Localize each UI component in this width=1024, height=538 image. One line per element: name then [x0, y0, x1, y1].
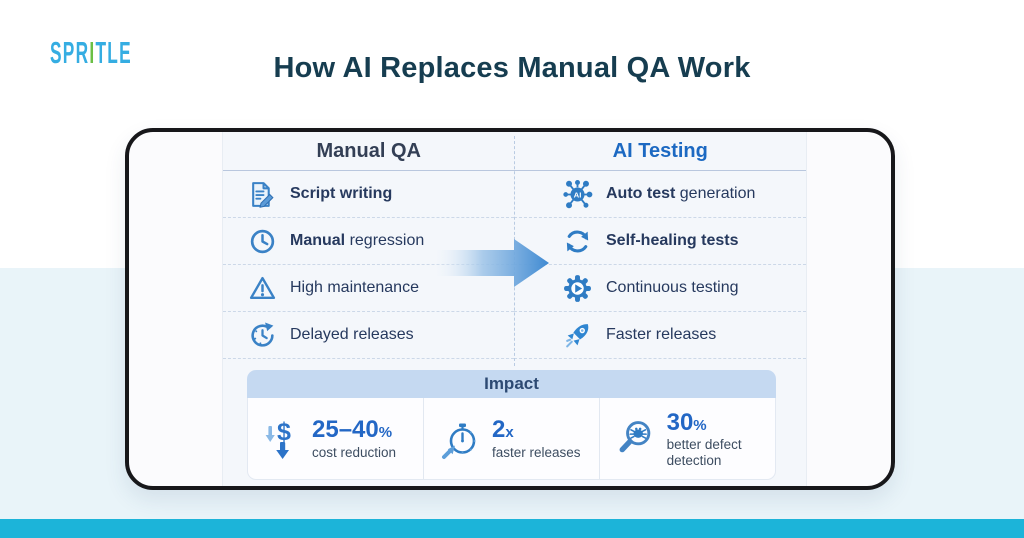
manual-qa-header: Manual QA — [316, 139, 421, 162]
impact-header: Impact — [247, 370, 776, 398]
row-label: Auto test generation — [606, 185, 756, 202]
impact-section: Impact $ — [247, 370, 776, 480]
transition-arrow-icon — [428, 239, 549, 287]
comparison-table: Manual QA AI Testing Script writing — [222, 132, 807, 486]
table-row-self-healing-tests: Self-healing tests — [514, 218, 806, 265]
row-label: Faster releases — [606, 326, 717, 343]
stat-value: 30% — [666, 408, 707, 436]
clock-arrow-icon — [251, 322, 274, 347]
row-label: Self-healing tests — [606, 232, 739, 249]
stat-cost-reduction: $ 25–40% cost redu — [248, 398, 423, 479]
clock-icon — [250, 229, 275, 253]
refresh-arrows-icon — [566, 230, 589, 252]
table-row-faster-releases: Faster releases — [514, 312, 806, 359]
stat-faster-releases: 2x faster releases — [423, 398, 599, 479]
dollar-down-arrows-icon: $ — [265, 418, 291, 459]
stopwatch-arrow-icon — [442, 423, 476, 459]
row-label: Manual regression — [290, 232, 425, 249]
row-label: Continuous testing — [606, 279, 739, 296]
svg-text:$: $ — [277, 418, 291, 446]
spritle-logo: SPRITLE — [50, 36, 132, 71]
warning-triangle-icon — [249, 276, 276, 299]
rocket-icon — [566, 323, 589, 347]
ai-chip-icon: AI — [563, 179, 593, 208]
logo-text-part3: TLE — [95, 36, 132, 70]
ai-testing-header: AI Testing — [612, 139, 708, 162]
table-row-continuous-testing: Continuous testing — [514, 265, 806, 312]
table-row-delayed-releases: Delayed releases — [223, 312, 514, 359]
row-label: Script writing — [290, 185, 393, 202]
table-row-high-maintenance: High maintenance — [223, 265, 514, 312]
stat-text: 2x faster releases — [492, 416, 581, 460]
comparison-card: Manual QA AI Testing Script writing — [125, 128, 895, 490]
stat-value: 2x — [492, 416, 514, 444]
row-label: Delayed releases — [290, 326, 414, 343]
table-row-manual-regression: Manual regression — [223, 218, 514, 265]
svg-text:AI: AI — [574, 190, 582, 199]
stat-defect-detection: 30% better defect detection — [599, 398, 775, 479]
stat-text: 30% better defect detection — [667, 409, 775, 469]
document-pencil-icon — [252, 181, 274, 208]
table-row-auto-test-generation: AI Auto test generation — [514, 171, 806, 218]
stat-value: 25–40% — [312, 416, 393, 444]
comparison-rows: Script writing — [223, 171, 806, 359]
stat-label: faster releases — [492, 445, 581, 461]
table-row-script-writing: Script writing — [223, 171, 514, 218]
magnifier-bug-icon — [619, 420, 651, 452]
stat-text: 25–40% cost reduction — [312, 416, 396, 460]
page-title: How AI Replaces Manual QA Work — [273, 52, 751, 84]
row-label: High maintenance — [290, 279, 419, 296]
gear-play-icon — [564, 274, 591, 302]
logo-text-part2: I — [89, 36, 96, 70]
stat-label: better defect detection — [666, 437, 742, 468]
logo-text-part1: SPR — [50, 36, 90, 70]
stat-label: cost reduction — [312, 445, 397, 461]
background-band-cyan — [0, 519, 1024, 538]
impact-stats-row: $ 25–40% cost redu — [247, 398, 776, 480]
